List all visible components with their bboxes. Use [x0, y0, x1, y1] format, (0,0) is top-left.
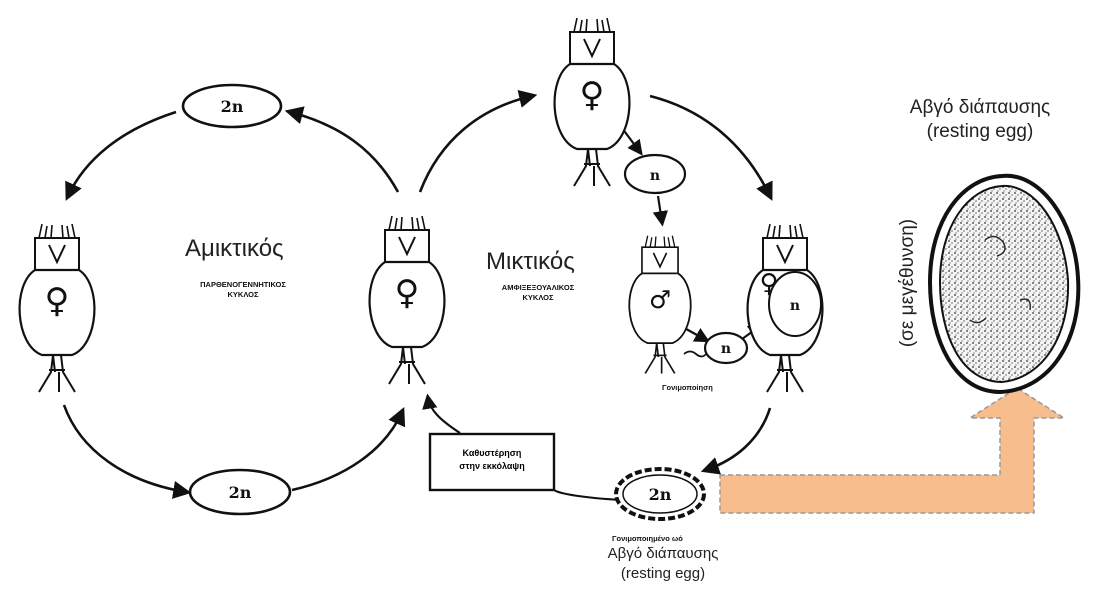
amictic-female-left: ♀	[18, 222, 96, 394]
sperm-haploid-egg: n	[683, 331, 749, 365]
magnified-label: (σε μεγέθυνση)	[897, 218, 918, 348]
svg-text:στην εκκόλαψη: στην εκκόλαψη	[459, 461, 524, 471]
resting-egg-bottom-caption: Αβγό διάπαυσης (resting egg)	[578, 544, 748, 584]
svg-text:♀: ♀	[580, 75, 605, 115]
resting-egg-bottom-line1: Αβγό διάπαυσης	[607, 545, 719, 562]
mictic-subtitle-line1: ΑΜΦΙΞΕΞΟΥΑΛΙΚΟΣ	[501, 283, 575, 292]
male-rotifer: ♂	[628, 234, 692, 375]
svg-text:2n: 2n	[229, 483, 252, 502]
svg-text:♂: ♂	[649, 285, 671, 314]
fertilized-egg-label: Γονιμοποιημένο ωό	[612, 534, 683, 543]
amictic-title: Αμικτικός	[185, 235, 284, 262]
amictic-female-center: ♀	[368, 214, 446, 386]
connector-resting-egg-to-delay-box	[553, 489, 623, 501]
svg-text:♀: ♀	[45, 281, 70, 321]
arrow-delay-to-center-female	[422, 393, 461, 434]
arrow-left-female-to-bottom-egg	[62, 404, 192, 499]
arrow-haploid-egg-to-male	[652, 195, 668, 227]
resting-egg-top-line1: Αβγό διάπαυσης	[909, 97, 1051, 118]
resting-egg-bottom-line2: (resting egg)	[620, 565, 706, 582]
svg-text:♀: ♀	[395, 273, 420, 313]
arrow-mictic-female-to-fertilized-female	[649, 94, 773, 201]
arrow-female-to-haploid-egg	[621, 127, 643, 156]
hatching-delay-box: Καθυστέρηση στην εκκόλαψη	[428, 432, 556, 492]
svg-text:2n: 2n	[221, 97, 244, 116]
diploid-egg-bottom: 2n	[188, 468, 292, 516]
arrow-center-female-to-top-egg	[284, 106, 400, 193]
resting-egg-top-caption: Αβγό διάπαυσης (resting egg)	[880, 96, 1080, 144]
arrow-bottom-egg-to-center-female	[291, 407, 406, 492]
mictic-subtitle-line2: ΚΥΚΛΟΣ	[522, 293, 554, 302]
amictic-subtitle-line1: ΠΑΡΘΕΝΟΓΕΝΝΗΤΙΚΟΣ	[200, 280, 286, 289]
svg-text:n: n	[721, 341, 731, 357]
fertilized-mictic-female: ♀ n	[746, 222, 824, 394]
arrow-egg-to-left-female	[65, 110, 177, 201]
magnify-arrow	[719, 387, 1067, 514]
amictic-subtitle: ΠΑΡΘΕΝΟΓΕΝΝΗΤΙΚΟΣ ΚΥΚΛΟΣ	[178, 280, 308, 300]
mictic-cycle-arrows	[418, 90, 773, 501]
svg-text:n: n	[650, 168, 660, 184]
arrow-fertilized-female-to-resting-egg	[700, 407, 772, 475]
mictic-subtitle: ΑΜΦΙΞΕΞΟΥΑΛΙΚΟΣ ΚΥΚΛΟΣ	[478, 283, 598, 303]
fertilized-resting-egg: 2n	[614, 467, 706, 521]
svg-text:n: n	[790, 298, 800, 314]
magnified-resting-egg	[927, 173, 1081, 395]
arrow-center-female-to-mictic-female	[418, 90, 538, 193]
resting-egg-top-line2: (resting egg)	[926, 121, 1034, 142]
amictic-cycle-arrows	[62, 106, 406, 499]
diploid-egg-top: 2n	[181, 83, 283, 129]
haploid-egg-top: n	[623, 153, 687, 195]
mictic-title: Μικτικός	[486, 248, 575, 275]
amictic-subtitle-line2: ΚΥΚΛΟΣ	[227, 290, 259, 299]
svg-text:2n: 2n	[649, 485, 672, 504]
mictic-female-top: ♀	[553, 16, 631, 188]
svg-text:Καθυστέρηση: Καθυστέρηση	[463, 448, 522, 458]
fertilization-label: Γονιμοποίηση	[662, 383, 713, 392]
